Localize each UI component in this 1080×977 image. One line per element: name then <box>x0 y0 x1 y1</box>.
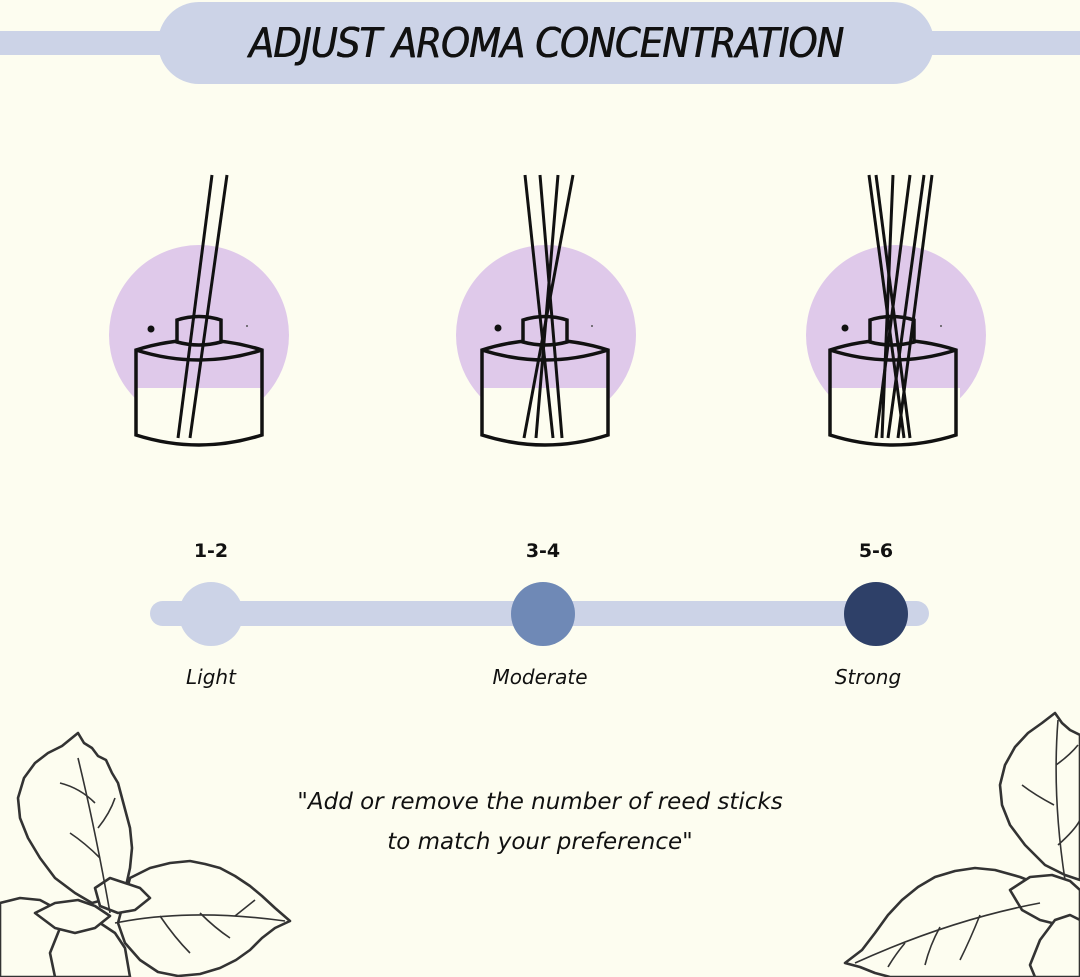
reed-diffuser-icon <box>806 174 986 448</box>
level-marker-moderate <box>511 582 575 646</box>
instruction-quote: "Add or remove the number of reed sticks… <box>240 782 840 862</box>
strong-diffuser <box>798 170 998 460</box>
moderate-diffuser <box>448 170 648 460</box>
level-count-light: 1-2 <box>193 540 229 562</box>
title-pill: ADJUST AROMA CONCENTRATION <box>158 2 934 84</box>
level-count-strong: 5-6 <box>858 540 894 562</box>
level-label-light: Light <box>186 665 236 689</box>
level-label-strong: Strong <box>834 665 902 689</box>
light-diffuser <box>100 170 300 460</box>
page-title: ADJUST AROMA CONCENTRATION <box>248 19 844 67</box>
reed-diffuser-icon <box>456 174 636 448</box>
quote-line-1: "Add or remove the number of reed sticks <box>297 789 783 815</box>
level-marker-light <box>179 582 243 646</box>
quote-line-2: to match your preference" <box>387 829 693 855</box>
level-count-moderate: 3-4 <box>525 540 561 562</box>
level-label-moderate: Moderate <box>492 665 588 689</box>
mint-leaf-icon <box>0 731 292 977</box>
level-marker-strong <box>844 582 908 646</box>
reed-diffuser-icon <box>109 174 289 448</box>
mint-leaf-icon <box>843 711 1080 977</box>
